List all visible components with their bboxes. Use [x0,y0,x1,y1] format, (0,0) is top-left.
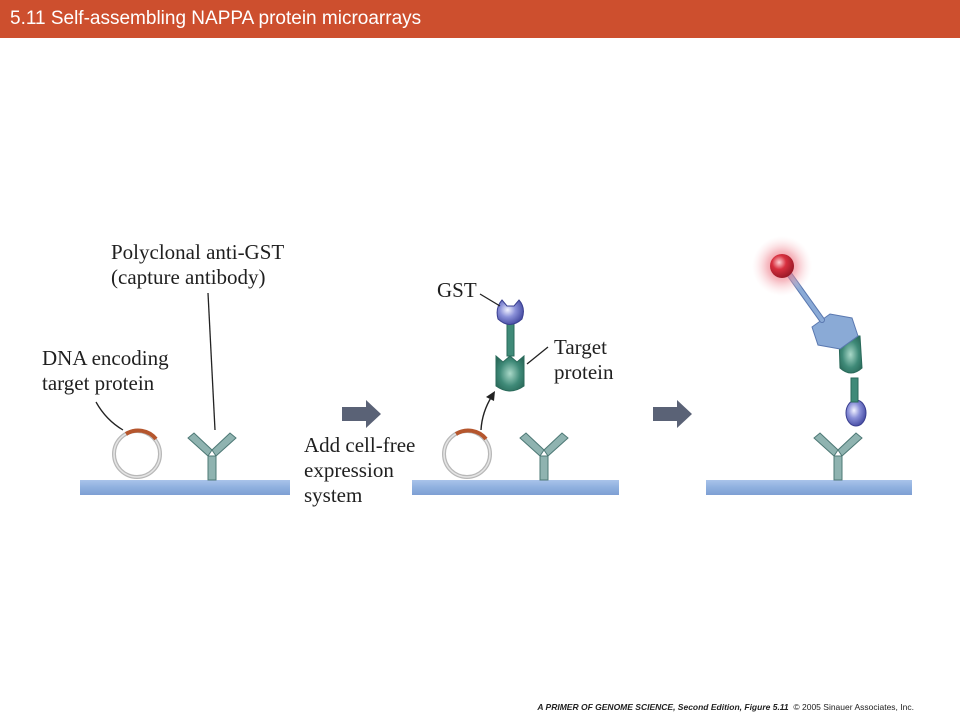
figure-credit: A PRIMER OF GENOME SCIENCE, Second Editi… [537,702,914,712]
surface-1 [80,480,290,495]
nappa-figure: Polyclonal anti-GST (capture antibody) D… [0,38,960,678]
surface-3 [706,480,912,495]
panel-2 [412,293,619,495]
antibody-label-line1: Polyclonal anti-GST [111,240,285,264]
step-label-line1: Add cell-free [304,433,416,457]
credit-copyright: © 2005 Sinauer Associates, Inc. [793,702,914,712]
gst-tag-shape [496,299,524,325]
antibody-label-line2: (capture antibody) [111,265,266,289]
panel-1 [80,292,290,495]
dna-plasmid-1 [112,428,162,479]
step-label-line2: expression [304,458,394,482]
dna-leader-line [95,401,124,431]
captured-complex [752,236,867,481]
target-label-line1: Target [554,335,607,359]
capture-antibody-1 [187,432,237,481]
expression-arrow [480,395,493,431]
surface-2 [412,480,619,495]
nappa-diagram [80,236,912,495]
probe-body [811,313,859,350]
target-protein-shape [495,354,525,392]
gst-bound [845,399,867,427]
capture-antibody-3 [813,432,863,481]
gst-label: GST [437,278,477,302]
probe-ball [770,254,794,278]
slide-title: 5.11 Self-assembling NAPPA protein micro… [10,8,422,29]
capture-antibody-2 [519,432,569,481]
expression-arrowhead [486,391,495,401]
panel-3 [706,236,912,495]
step-arrow-2 [653,400,692,428]
step-arrow-1 [342,400,381,428]
gst-target-fusion [495,299,525,392]
dna-plasmid-2 [442,428,492,479]
dna-label-line2: target protein [42,371,155,395]
gst-leader-line [479,293,501,307]
title-bar: 5.11 Self-assembling NAPPA protein micro… [0,0,960,38]
dna-label-line1: DNA encoding [42,346,169,370]
target-label-line2: protein [554,360,614,384]
target-leader-line [526,346,549,365]
credit-book: A PRIMER OF GENOME SCIENCE, Second Editi… [537,702,789,712]
antibody-leader-line [207,292,216,431]
step-label-line3: system [304,483,363,507]
